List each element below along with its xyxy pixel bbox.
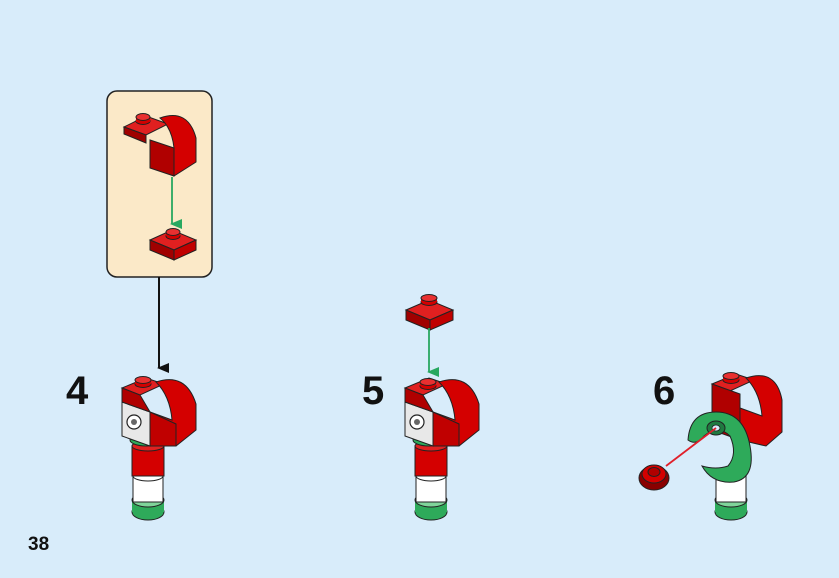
step-6-model-icon	[687, 372, 783, 521]
plate-1x2-icon	[148, 228, 198, 261]
step-6-arrow-icon	[665, 427, 717, 467]
step-number-6: 6	[653, 369, 676, 413]
step-number-5: 5	[362, 369, 385, 413]
page-number: 38	[28, 534, 50, 555]
callout-box	[106, 90, 213, 278]
curved-slope-brick-icon	[122, 113, 197, 177]
round-cap-icon	[638, 464, 670, 491]
step-5-model-icon	[403, 377, 480, 521]
step-number-4: 4	[66, 369, 89, 413]
step-5-plate-icon	[404, 294, 455, 331]
step-4-model-icon	[120, 376, 197, 521]
